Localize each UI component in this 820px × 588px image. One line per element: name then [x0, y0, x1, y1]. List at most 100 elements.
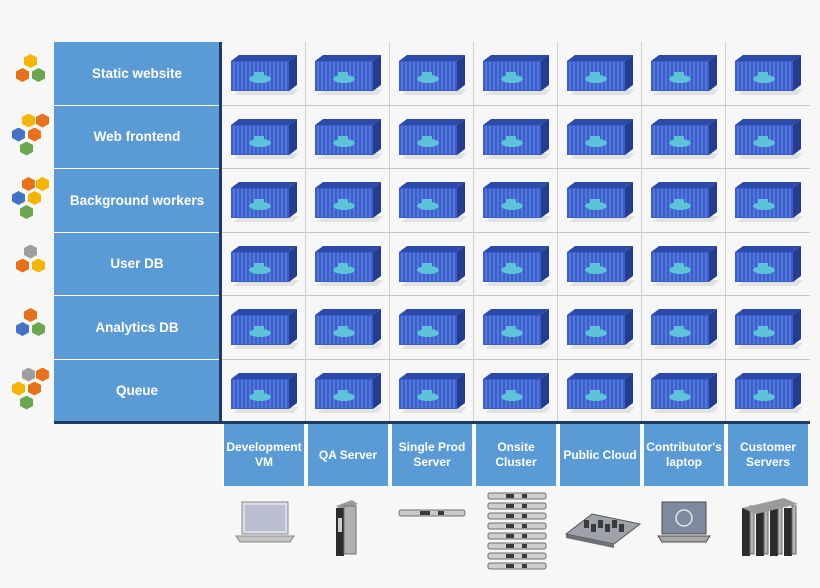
- shipping-container-icon: [647, 178, 719, 226]
- hexagon-icon: [22, 113, 35, 128]
- shipping-container-icon: [563, 115, 635, 163]
- column-label: Customer Servers: [726, 424, 808, 486]
- shipping-container-icon: [395, 305, 467, 353]
- hexagon-icon: [32, 68, 45, 82]
- shipping-container-icon: [311, 242, 383, 290]
- column-label: Single Prod Server: [390, 424, 472, 486]
- shipping-container-icon: [395, 51, 467, 99]
- shipping-container-icon: [479, 51, 551, 99]
- grid-row-divider: [222, 104, 810, 106]
- laptop-icon: [234, 500, 296, 544]
- hexagon-icon: [28, 191, 41, 205]
- shipping-container-icon: [395, 178, 467, 226]
- column-label: Contributor's laptop: [642, 424, 724, 486]
- hexagon-icon: [24, 244, 37, 259]
- shipping-container-icon: [227, 305, 299, 353]
- shipping-container-icon: [395, 115, 467, 163]
- shipping-container-icon: [311, 51, 383, 99]
- shipping-container-icon: [395, 369, 467, 417]
- hexagon-icon: [12, 191, 25, 205]
- grid-column-divider: [641, 42, 642, 422]
- row-label: Web frontend: [54, 105, 220, 170]
- hexagon-icon: [32, 258, 45, 273]
- shipping-container-icon: [227, 369, 299, 417]
- column-label: Public Cloud: [558, 424, 640, 486]
- blade-chassis-icon: [738, 496, 802, 562]
- shipping-container-icon: [731, 305, 803, 353]
- row-label: Queue: [54, 359, 220, 424]
- grid-row-divider: [222, 168, 810, 169]
- row-label: Static website: [54, 42, 220, 107]
- hexagon-cluster-icon: [8, 304, 48, 354]
- shipping-container-icon: [563, 51, 635, 99]
- shipping-container-icon: [731, 178, 803, 226]
- shipping-container-icon: [311, 178, 383, 226]
- axis-horizontal: [54, 421, 810, 424]
- shipping-container-icon: [227, 178, 299, 226]
- shipping-container-icon: [731, 115, 803, 163]
- grid-column-divider: [473, 42, 474, 422]
- hexagon-icon: [24, 308, 37, 322]
- hexagon-cluster-icon: [8, 113, 49, 164]
- shipping-container-icon: [563, 305, 635, 353]
- shipping-container-icon: [731, 51, 803, 99]
- hexagon-icon: [20, 141, 33, 156]
- hexagon-icon: [20, 205, 33, 219]
- column-label: Onsite Cluster: [474, 424, 556, 486]
- shipping-container-icon: [647, 115, 719, 163]
- hexagon-icon: [28, 127, 41, 142]
- hexagon-icon: [22, 367, 35, 382]
- shipping-container-icon: [563, 178, 635, 226]
- shipping-container-icon: [647, 305, 719, 353]
- grid-column-divider: [725, 42, 726, 422]
- column-label: Development VM: [222, 424, 304, 486]
- shipping-container-icon: [731, 369, 803, 417]
- shipping-container-icon: [647, 369, 719, 417]
- row-label: Analytics DB: [54, 296, 220, 361]
- hexagon-cluster-icon: [8, 241, 48, 291]
- shipping-container-icon: [311, 115, 383, 163]
- grid-row-divider: [222, 358, 810, 360]
- hexagon-cluster-icon: [8, 50, 48, 100]
- rack-server-icon: [398, 506, 466, 518]
- shipping-container-icon: [647, 242, 719, 290]
- row-label: User DB: [54, 232, 220, 297]
- shipping-container-icon: [479, 369, 551, 417]
- shipping-container-icon: [479, 242, 551, 290]
- grid-row-divider: [222, 231, 810, 233]
- server-stack-icon: [486, 492, 548, 576]
- shipping-container-icon: [227, 51, 299, 99]
- blade-server-icon: [332, 498, 362, 560]
- shipping-container-icon: [563, 242, 635, 290]
- dell-laptop-icon: [656, 500, 714, 546]
- grid-column-divider: [389, 42, 390, 422]
- grid-column-divider: [305, 42, 306, 422]
- grid-row-divider: [222, 295, 810, 296]
- shipping-container-icon: [479, 178, 551, 226]
- shipping-container-icon: [479, 305, 551, 353]
- motherboard-icon: [562, 504, 642, 552]
- axis-vertical: [219, 42, 222, 424]
- hexagon-icon: [28, 381, 41, 396]
- shipping-container-icon: [227, 115, 299, 163]
- hexagon-icon: [16, 258, 29, 273]
- hexagon-icon: [12, 127, 25, 142]
- hexagon-cluster-icon: [8, 177, 49, 227]
- hexagon-icon: [32, 322, 45, 336]
- hexagon-icon: [12, 381, 25, 396]
- grid-column-divider: [557, 42, 558, 422]
- shipping-container-icon: [731, 242, 803, 290]
- row-label: Background workers: [54, 169, 220, 234]
- hexagon-icon: [36, 367, 49, 382]
- hexagon-cluster-icon: [8, 367, 49, 418]
- hexagon-icon: [16, 322, 29, 336]
- hexagon-icon: [36, 177, 49, 191]
- hexagon-icon: [36, 113, 49, 128]
- hexagon-icon: [24, 54, 37, 68]
- shipping-container-icon: [479, 115, 551, 163]
- hexagon-icon: [16, 68, 29, 82]
- column-label: QA Server: [306, 424, 388, 486]
- hexagon-icon: [22, 177, 35, 191]
- shipping-container-icon: [647, 51, 719, 99]
- shipping-container-icon: [227, 242, 299, 290]
